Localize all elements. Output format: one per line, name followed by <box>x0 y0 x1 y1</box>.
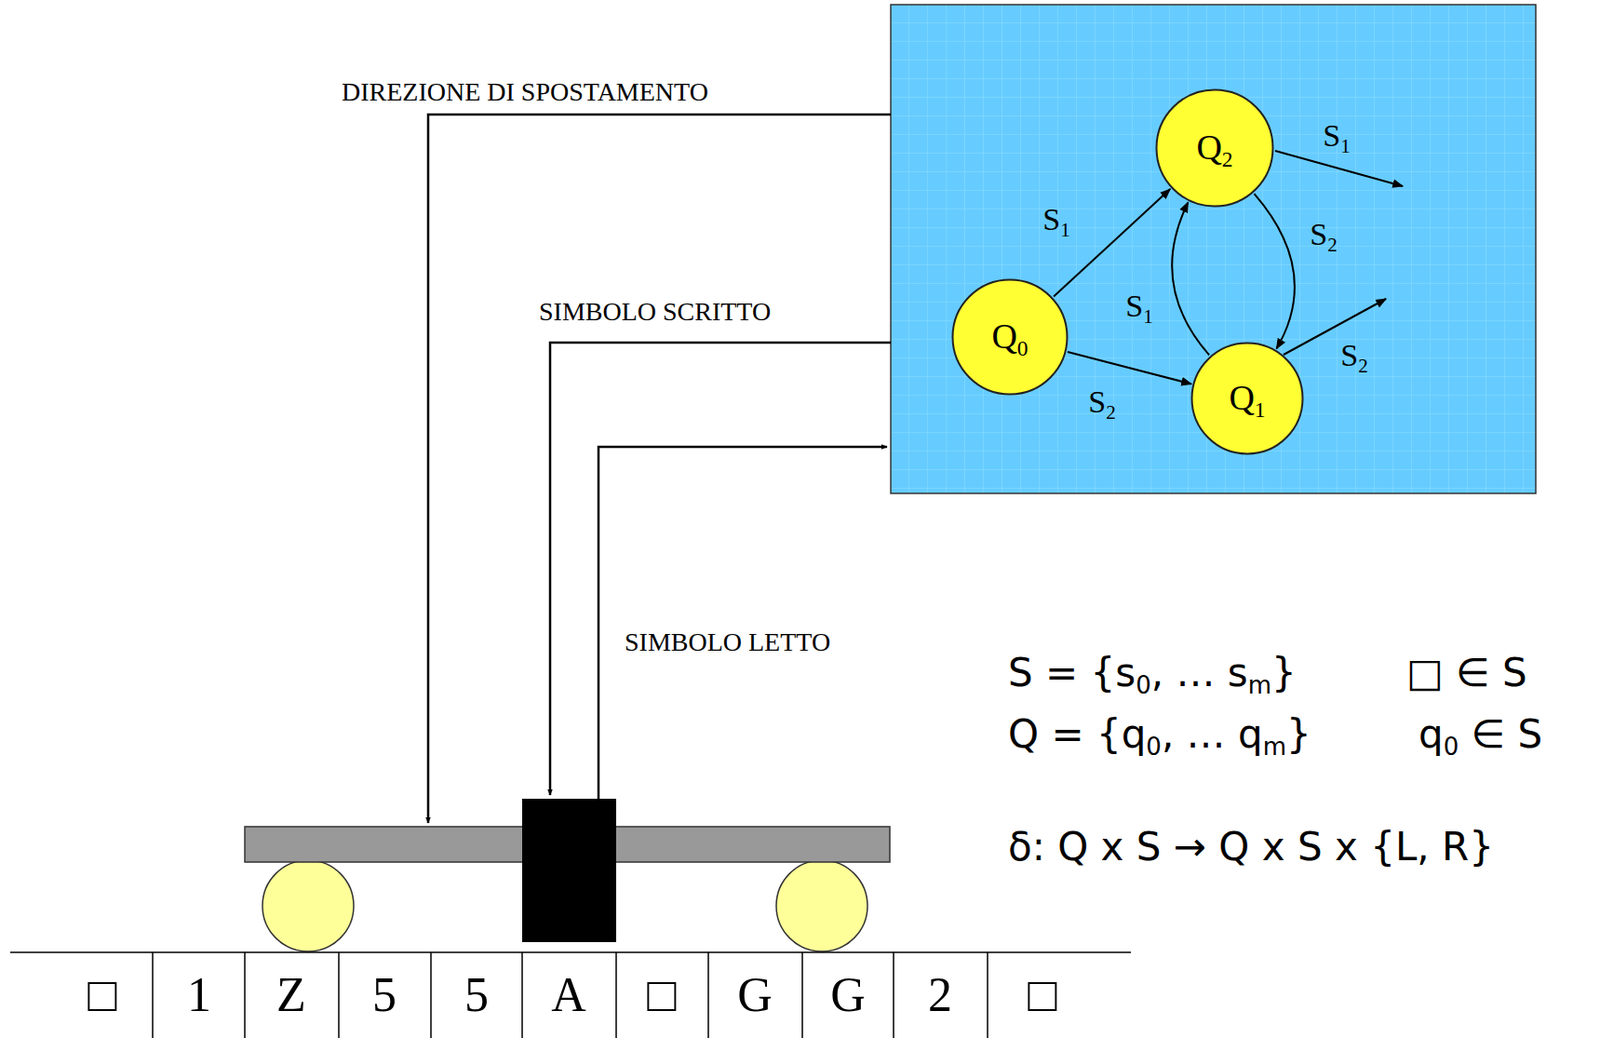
transition-arrow <box>1171 201 1210 355</box>
transition-symbol: S2 <box>1340 336 1368 374</box>
read-wire <box>598 446 888 799</box>
direction-wire <box>428 114 891 823</box>
transition-arrow <box>1067 351 1192 384</box>
tape-symbol: □ <box>646 967 676 1023</box>
transition-symbol: S2 <box>1088 383 1116 420</box>
tape-symbol: □ <box>1027 967 1057 1023</box>
state-circle: Q0 <box>951 278 1069 396</box>
transition-symbol: S1 <box>1125 287 1153 324</box>
tape-symbol: □ <box>87 967 117 1023</box>
tape-edge <box>10 951 1131 954</box>
signal-name: SIMBOLO LETTO <box>624 627 831 658</box>
state-circle-shape <box>1156 90 1274 207</box>
tape-symbol: G <box>737 967 773 1023</box>
tape-cell-dividers <box>152 952 988 1038</box>
control-unit-panel <box>890 4 1536 494</box>
outgoing-transitions <box>1275 150 1403 355</box>
panel-grid <box>890 4 1536 494</box>
outgoing-arrow <box>1275 150 1403 187</box>
wheel <box>262 860 354 952</box>
panel-border <box>890 4 1536 494</box>
signal-name: SIMBOLO SCRITTO <box>538 296 771 327</box>
wheel <box>776 860 868 952</box>
tape-symbol: Z <box>276 967 307 1023</box>
outgoing-arrow <box>1283 298 1386 355</box>
state-circle: Q2 <box>1155 88 1275 208</box>
panel-ground <box>890 4 1536 494</box>
formula: S = {s0, … sm} <box>1008 650 1297 696</box>
tape-symbol: 5 <box>464 967 489 1023</box>
state-label: Q1 <box>1228 378 1265 418</box>
tape-symbol: 5 <box>372 967 397 1023</box>
signal-name: DIREZIONE DI SPOSTAMENTO <box>341 77 709 108</box>
tape-symbol: 2 <box>927 967 953 1023</box>
transition-arrow <box>1053 188 1170 297</box>
state-label: Q0 <box>991 317 1028 357</box>
write-wire <box>550 342 891 795</box>
transition-symbol: S2 <box>1309 215 1337 253</box>
state-circle-shape <box>953 280 1068 395</box>
state-label: Q2 <box>1196 128 1233 168</box>
carriage <box>244 798 890 952</box>
state-circle: Q1 <box>1190 341 1305 456</box>
formula: □ ∈ S <box>1406 650 1528 696</box>
tape-symbol: 1 <box>187 967 212 1023</box>
formula: Q = {q0, … qm} <box>1008 712 1312 757</box>
state-circle-shape <box>1192 343 1304 455</box>
transition-symbol: S1 <box>1042 201 1070 238</box>
tape <box>10 952 1131 1038</box>
tape-symbol: A <box>551 967 587 1023</box>
tape-symbol: G <box>830 967 866 1023</box>
formula: q0 ∈ S <box>1418 712 1543 757</box>
read-write-head <box>522 798 617 942</box>
signal-wires <box>428 114 891 823</box>
transition-function: δ: Q x S → Q x S x {L, R} <box>1008 824 1494 870</box>
transition-symbol: S1 <box>1322 117 1350 154</box>
transition-arrow <box>1254 193 1295 349</box>
